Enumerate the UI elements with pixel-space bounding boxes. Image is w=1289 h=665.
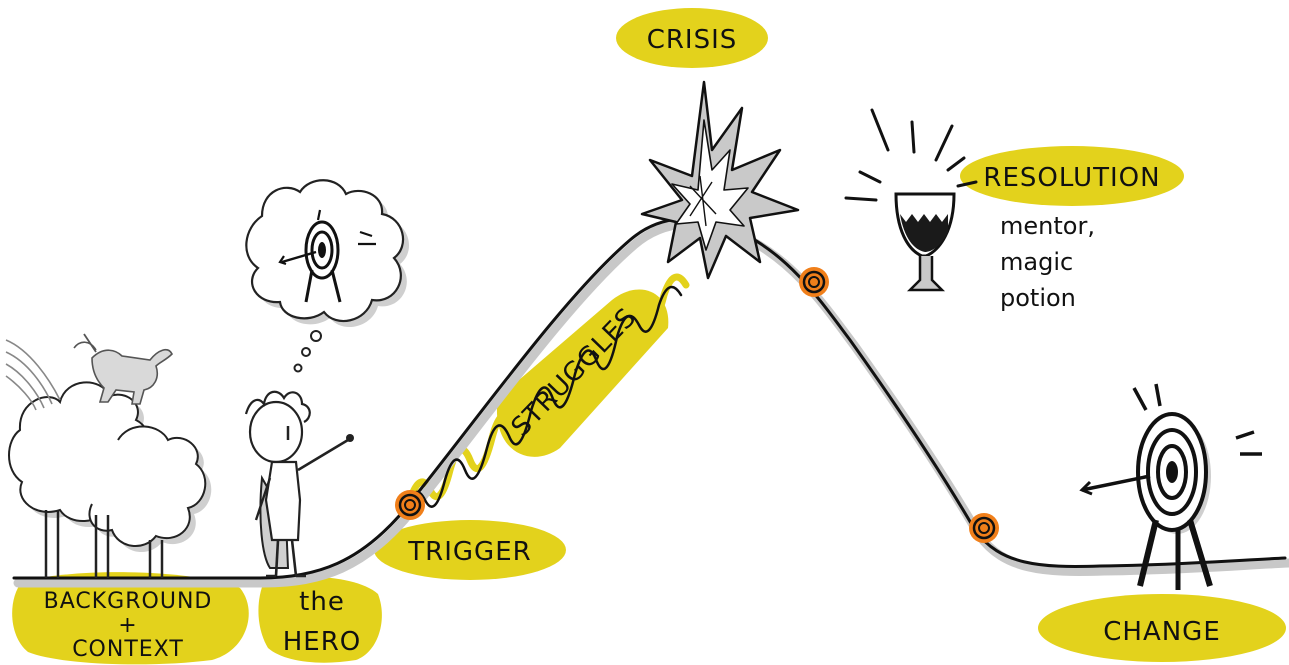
thought-bubble-icon [246,180,409,371]
crisis-label: CRISIS [647,25,738,55]
trigger-milestone [395,490,425,520]
post-crisis-milestone [799,267,829,297]
chalice-icon [846,110,976,290]
chalice-glow [846,110,976,200]
resolution-label: RESOLUTION [983,163,1160,193]
background-label-line1: BACKGROUND [44,589,213,614]
target-icon [1082,384,1262,590]
crisis-explosion-icon [642,82,798,278]
resolution-note-potion: potion [1000,284,1076,312]
resolution-note-magic: magic [1000,248,1073,276]
background-label-line2: CONTEXT [72,637,184,662]
hero-label-line1: the [299,587,345,617]
background-label-plus: + [118,613,137,638]
hero-figure-icon [246,392,354,576]
trigger-label: TRIGGER [407,537,531,567]
change-label: CHANGE [1103,617,1221,647]
pre-change-milestone [969,513,999,543]
resolution-note-mentor: mentor, [1000,212,1095,240]
hero-label-line2: HERO [283,627,362,657]
story-arc [14,219,1289,583]
